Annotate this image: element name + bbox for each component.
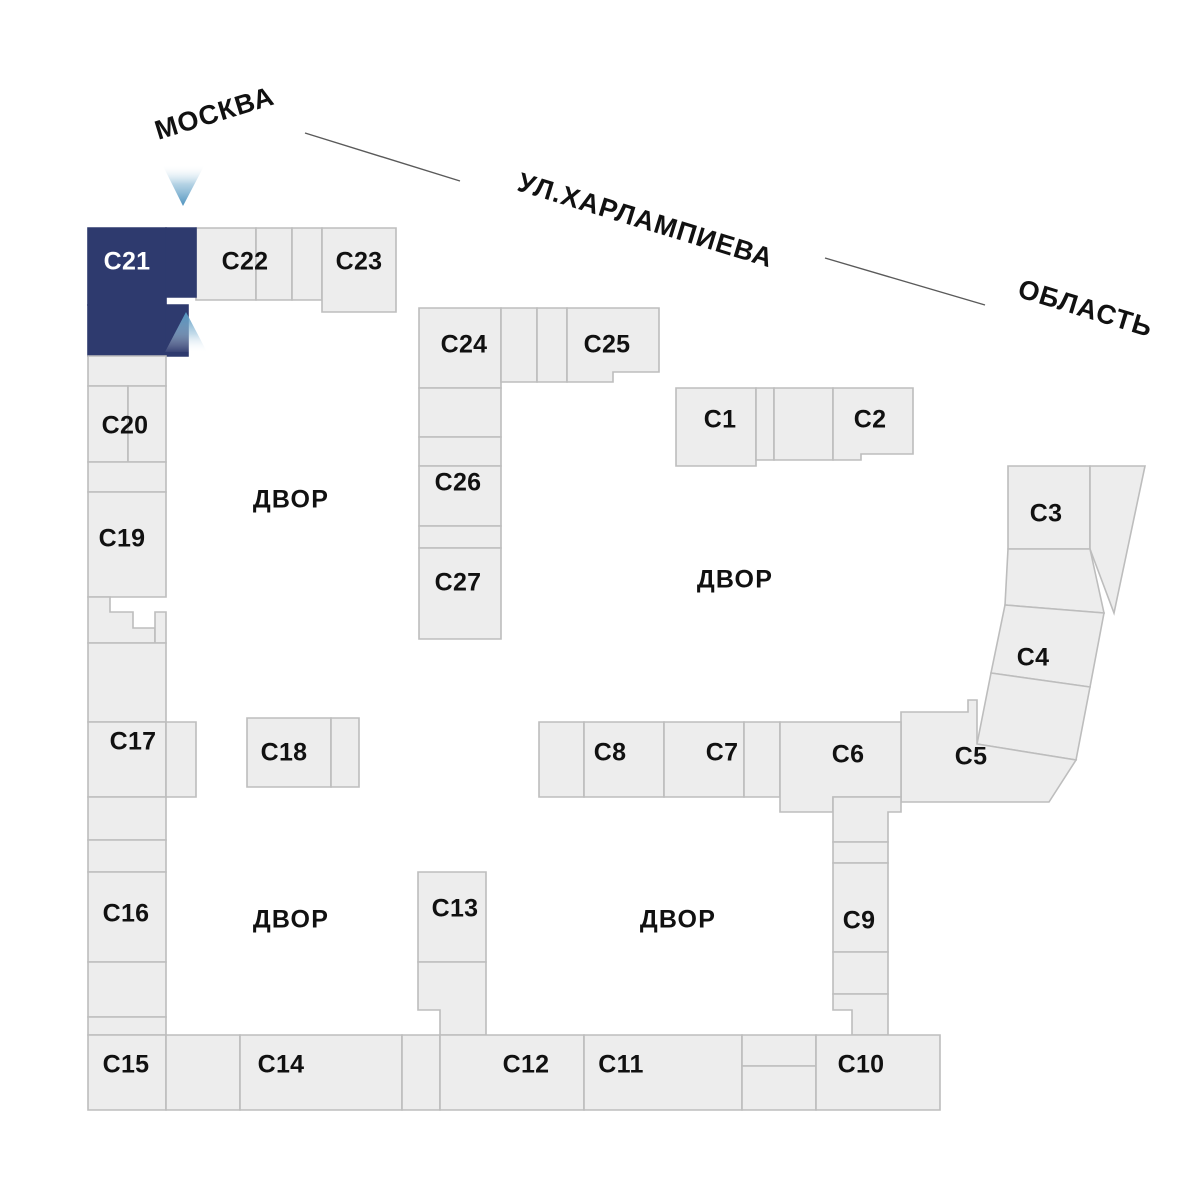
building-block-south-row[interactable] [87, 1034, 941, 1111]
building-block-c18-wing[interactable] [246, 717, 360, 788]
building-section-shp-c22c[interactable] [291, 227, 323, 301]
yard-northwest: ДВОР [253, 486, 329, 514]
unit-label-c3[interactable]: C3 [1030, 500, 1063, 528]
building-section-shp-n1[interactable] [755, 387, 775, 461]
building-section-shp-s2[interactable] [418, 436, 502, 467]
building-section-shp-c25a[interactable] [536, 307, 568, 383]
building-section-shp-c13b[interactable] [417, 961, 487, 1036]
unit-label-c26[interactable]: C26 [435, 469, 482, 497]
unit-label-c24[interactable]: C24 [441, 331, 488, 359]
leader-right [824, 257, 986, 306]
building-block-east-angled[interactable] [900, 465, 1146, 803]
unit-label-c6[interactable]: C6 [832, 741, 865, 769]
leader-left [304, 132, 461, 182]
building-section-shp-e2[interactable] [1004, 548, 1106, 614]
building-block-mid-row-c5-c8[interactable] [538, 721, 902, 843]
unit-label-c1[interactable]: C1 [704, 406, 737, 434]
building-section-shp-w4[interactable] [87, 461, 167, 493]
building-section-shp-m1[interactable] [538, 721, 585, 798]
street-leader-lines [304, 132, 986, 306]
unit-label-c7[interactable]: C7 [706, 739, 739, 767]
unit-label-c23[interactable]: C23 [336, 248, 383, 276]
building-section-shp-c19b[interactable] [154, 611, 167, 644]
building-section-shp-e1[interactable] [1089, 465, 1146, 616]
building-section-shp-c5[interactable] [900, 699, 1078, 803]
building-section-shp-e9c[interactable] [832, 993, 889, 1036]
building-section-shp-e9a[interactable] [832, 841, 889, 864]
unit-label-c17[interactable]: C17 [110, 728, 157, 756]
unit-label-c18[interactable]: C18 [261, 739, 308, 767]
street-moskva: МОСКВА [151, 81, 278, 146]
building-section-shp-s4[interactable] [165, 1034, 241, 1111]
building-section-shp-c27[interactable] [418, 547, 502, 640]
building-section-shp-c21-lower[interactable] [87, 304, 167, 357]
yard-southeast: ДВОР [640, 906, 716, 934]
building-block-north-strip[interactable] [195, 227, 397, 313]
building-section-shp-c1[interactable] [675, 387, 757, 467]
unit-label-c15[interactable]: C15 [103, 1051, 150, 1079]
building-section-shp-m2[interactable] [743, 721, 781, 798]
entrance-markers-group [163, 166, 207, 352]
building-section-shp-n2[interactable] [773, 387, 834, 461]
yard-southwest: ДВОР [253, 906, 329, 934]
building-section-shp-c24b[interactable] [500, 307, 538, 383]
building-blocks-group[interactable] [87, 227, 1146, 1111]
building-section-shp-c6b[interactable] [832, 796, 902, 843]
building-section-shp-c19a[interactable] [87, 491, 167, 598]
yard-labels-group: ДВОР ДВОР ДВОР ДВОР [253, 486, 773, 934]
unit-label-c5[interactable]: C5 [955, 743, 988, 771]
building-block-c1-c2[interactable] [675, 387, 914, 467]
building-section-shp-w6[interactable] [87, 839, 167, 873]
unit-label-c12[interactable]: C12 [503, 1051, 550, 1079]
building-section-shp-w5[interactable] [87, 796, 167, 841]
unit-label-c13[interactable]: C13 [432, 895, 479, 923]
unit-label-c20[interactable]: C20 [102, 412, 149, 440]
building-section-shp-c2[interactable] [832, 387, 914, 461]
building-section-shp-c17a[interactable] [87, 642, 167, 723]
marker-entrance-down [163, 166, 204, 206]
unit-label-c25[interactable]: C25 [584, 331, 631, 359]
building-section-shp-w8[interactable] [87, 1016, 167, 1036]
unit-label-c9[interactable]: C9 [843, 907, 876, 935]
unit-label-c27[interactable]: C27 [435, 569, 482, 597]
building-block-east-column-c9[interactable] [832, 841, 889, 1036]
building-block-c13-column[interactable] [417, 871, 487, 1036]
yard-northeast: ДВОР [697, 566, 773, 594]
unit-label-c4[interactable]: C4 [1017, 644, 1050, 672]
building-section-shp-s7[interactable] [741, 1065, 817, 1111]
building-section-shp-s5[interactable] [401, 1034, 441, 1111]
building-section-shp-c17c[interactable] [165, 721, 197, 798]
building-section-shp-c10[interactable] [815, 1034, 941, 1111]
building-section-shp-s3[interactable] [418, 525, 502, 549]
building-section-shp-c19step[interactable] [87, 596, 156, 644]
street-oblast: ОБЛАСТЬ [1015, 274, 1157, 343]
street-labels-group: МОСКВА УЛ.ХАРЛАМПИЕВА ОБЛАСТЬ [151, 81, 1156, 343]
unit-label-c21[interactable]: C21 [104, 248, 151, 276]
building-section-shp-w1[interactable] [87, 355, 167, 387]
unit-label-c16[interactable]: C16 [103, 900, 150, 928]
building-section-shp-c21-strip[interactable] [165, 227, 197, 298]
building-section-shp-c23a[interactable] [321, 227, 397, 313]
building-block-center-spine[interactable] [418, 307, 660, 640]
unit-label-c11[interactable]: C11 [598, 1051, 643, 1079]
building-section-shp-w7[interactable] [87, 961, 167, 1018]
unit-label-c14[interactable]: C14 [258, 1051, 305, 1079]
building-section-shp-c18b[interactable] [330, 717, 360, 788]
building-section-shp-s1[interactable] [418, 387, 502, 438]
building-section-shp-c25b[interactable] [566, 307, 660, 383]
unit-label-c19[interactable]: C19 [99, 525, 146, 553]
marker-entrance-up [165, 312, 207, 352]
building-block-west-column[interactable] [87, 355, 197, 1036]
unit-label-c8[interactable]: C8 [594, 739, 627, 767]
building-section-shp-s6[interactable] [741, 1034, 817, 1067]
unit-label-c10[interactable]: C10 [838, 1051, 885, 1079]
unit-label-c22[interactable]: C22 [222, 248, 269, 276]
street-harlampieva: УЛ.ХАРЛАМПИЕВА [514, 167, 777, 273]
building-section-shp-e9b[interactable] [832, 951, 889, 995]
unit-label-c2[interactable]: C2 [854, 406, 887, 434]
